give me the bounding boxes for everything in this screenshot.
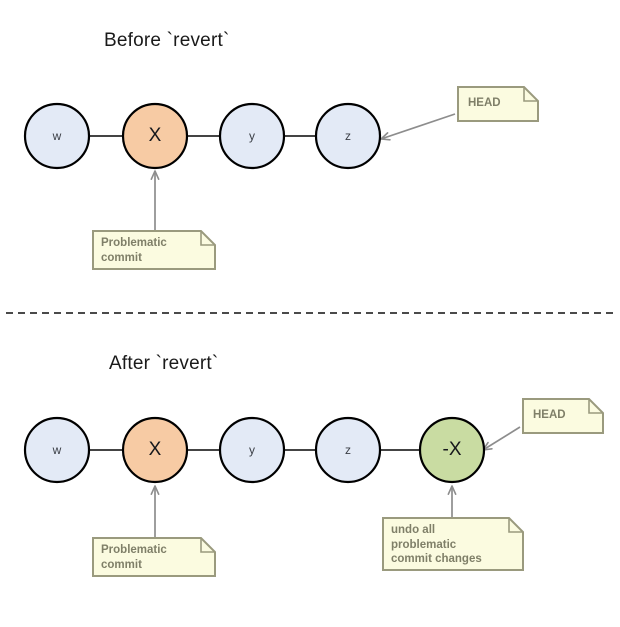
- section-after: [23, 398, 604, 577]
- note-fold-corner-problematic-note-after: [200, 538, 215, 553]
- connector-head-note-after: [482, 426, 521, 451]
- sticky-note-head-note-before[interactable]: [457, 86, 539, 122]
- section-title-before: Before `revert`: [104, 30, 230, 51]
- connector-head-note-before: [380, 113, 456, 140]
- note-fold-corner-head-note-before: [523, 87, 538, 102]
- arrowhead-problematic-note-before: [150, 170, 160, 181]
- commit-node-before-x[interactable]: [121, 102, 189, 170]
- arrowhead-problematic-note-after: [150, 485, 160, 496]
- note-fold-corner-undo-note-after: [508, 518, 523, 533]
- sticky-note-head-note-after[interactable]: [522, 398, 604, 434]
- commit-node-before-y[interactable]: [218, 102, 286, 170]
- commit-node-after-y[interactable]: [218, 416, 286, 484]
- arrowhead-head-note-before: [380, 132, 391, 141]
- arrowhead-undo-note-after: [447, 485, 457, 496]
- note-fold-corner-problematic-note-before: [200, 231, 215, 246]
- section-title-after: After `revert`: [109, 353, 219, 374]
- section-before: [23, 86, 539, 270]
- commit-node-after-z[interactable]: [314, 416, 382, 484]
- commit-node-after-nx[interactable]: [418, 416, 486, 484]
- commit-node-before-w[interactable]: [23, 102, 91, 170]
- commit-node-before-z[interactable]: [314, 102, 382, 170]
- sticky-note-problematic-note-before[interactable]: [92, 230, 216, 270]
- sticky-note-undo-note-after[interactable]: [382, 517, 524, 571]
- commit-node-after-w[interactable]: [23, 416, 91, 484]
- sticky-note-problematic-note-after[interactable]: [92, 537, 216, 577]
- note-fold-corner-head-note-after: [588, 399, 603, 414]
- commit-node-after-x[interactable]: [121, 416, 189, 484]
